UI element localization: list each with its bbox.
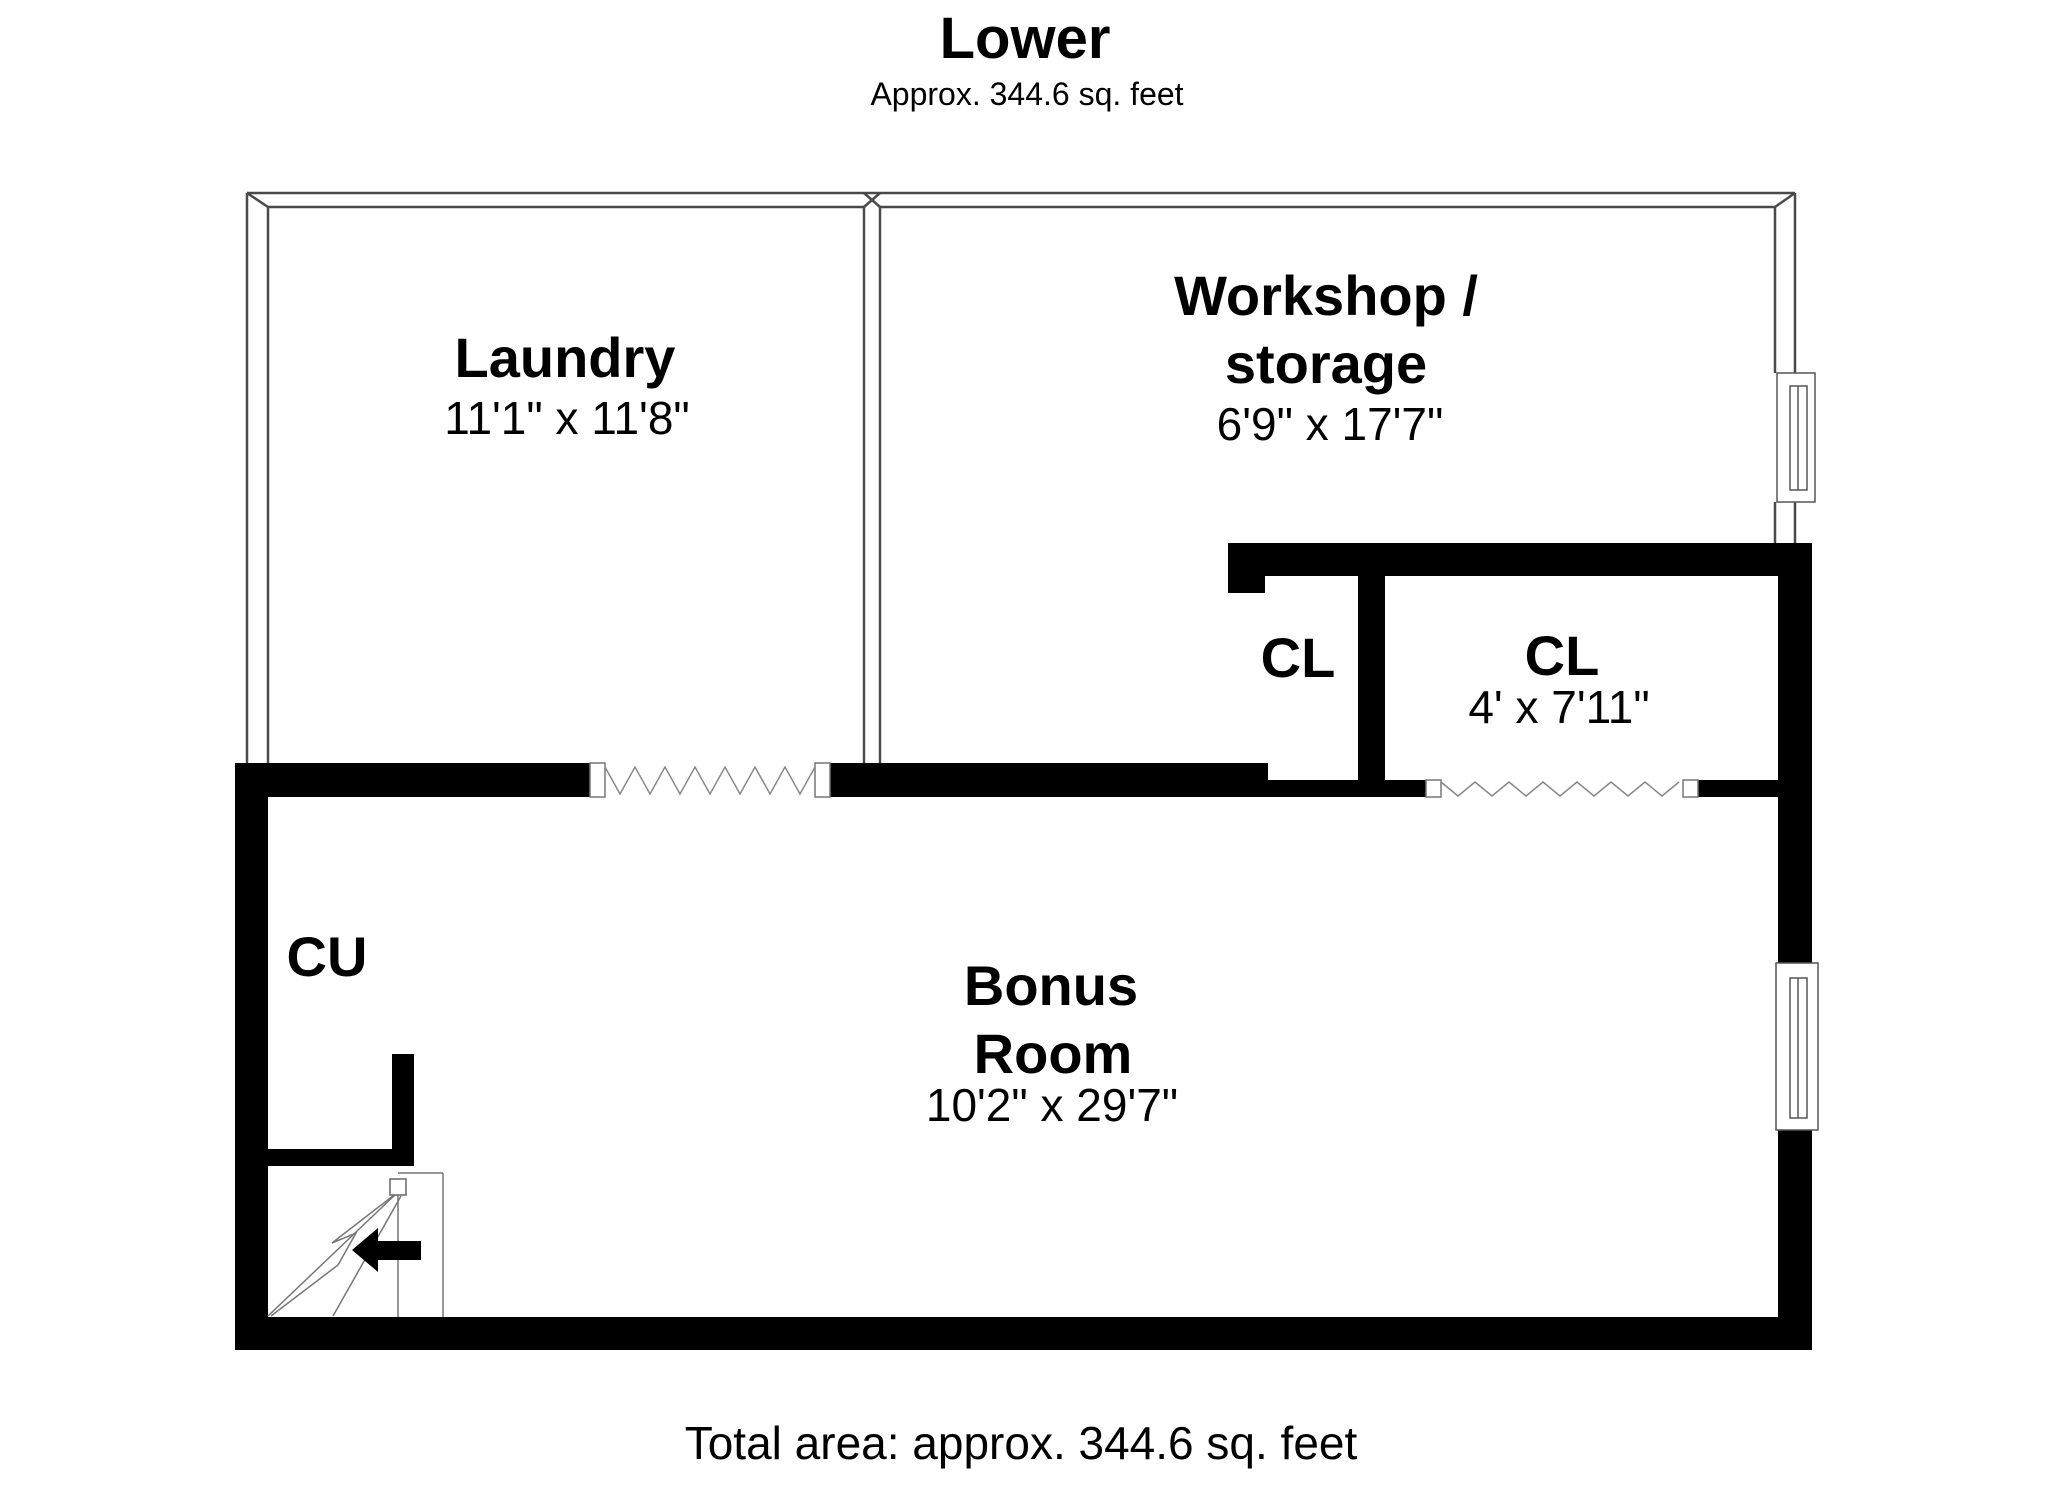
windows: [1775, 372, 1819, 1131]
laundry-workshop-divider-lines: [862, 207, 882, 763]
cl-door-jamb-left: [1425, 779, 1442, 798]
closet-large-label: CL: [1524, 624, 1600, 687]
laundry-door-jamb-left: [589, 762, 606, 798]
workshop-right-wall-lines: [1773, 193, 1797, 543]
workshop-room-label-line2: storage: [1224, 332, 1428, 395]
laundry-room-label: Laundry: [454, 326, 676, 389]
page-subtitle: Approx. 344.6 sq. feet: [870, 76, 1184, 112]
cu-wall-horizontal: [267, 1149, 414, 1166]
middle-wall-left-segment: [235, 763, 590, 797]
right-wall-lower: [1778, 1130, 1812, 1350]
bonus-room-label-line2: Room: [973, 1022, 1133, 1085]
middle-wall-right-segment: [830, 763, 1268, 797]
bonus-room-label-line1: Bonus: [963, 954, 1139, 1017]
workshop-window: [1776, 372, 1816, 503]
closet-large-dimensions: 4' x 7'11": [1468, 681, 1650, 733]
bonus-room-window: [1775, 962, 1819, 1131]
cl-bottom-wall-left-segment: [1268, 780, 1426, 797]
bonus-room-dimensions: 10'2" x 29'7": [925, 1079, 1179, 1131]
cl-bottom-wall-right-segment: [1698, 780, 1778, 797]
cl-top-wall-left-stub: [1228, 543, 1265, 593]
thin-walls: [245, 191, 1797, 763]
cu-closet-label: CU: [286, 925, 368, 988]
closet-small-label: CL: [1260, 626, 1336, 689]
workshop-room-label-line1: Workshop /: [1174, 264, 1478, 327]
divider-x-junction: [863, 192, 881, 208]
stair-newel-post: [389, 1178, 407, 1196]
laundry-doorway-zigzag: [604, 765, 816, 796]
right-wall-upper: [1778, 543, 1812, 963]
laundry-room-dimensions: 11'1" x 11'8": [444, 392, 690, 444]
stair-break-line: [270, 1191, 399, 1317]
page-title: Lower: [939, 6, 1111, 71]
corner-miter-top-right: [1774, 191, 1796, 209]
cl-top-wall: [1228, 543, 1812, 576]
total-area-text: Total area: approx. 344.6 sq. feet: [684, 1417, 1358, 1469]
cu-wall-vertical: [392, 1054, 414, 1166]
laundry-left-wall-lines: [245, 193, 270, 763]
stairs-direction-arrow: [352, 1228, 421, 1272]
cl-doorway-zigzag: [1440, 781, 1680, 797]
doorway-zigzag-symbols: [604, 765, 1680, 797]
door-jambs: [589, 762, 1699, 798]
cl-door-jamb-right: [1682, 779, 1699, 798]
laundry-door-jamb-right: [814, 762, 831, 798]
stair-fan-line-1: [267, 1191, 399, 1317]
workshop-room-dimensions: 6'9" x 17'7": [1216, 398, 1444, 450]
thick-walls: [235, 543, 1812, 1350]
left-wall: [235, 763, 268, 1350]
cl-divider-wall: [1358, 576, 1385, 780]
corner-miter-top-left: [246, 191, 269, 209]
bottom-wall: [235, 1317, 1812, 1350]
